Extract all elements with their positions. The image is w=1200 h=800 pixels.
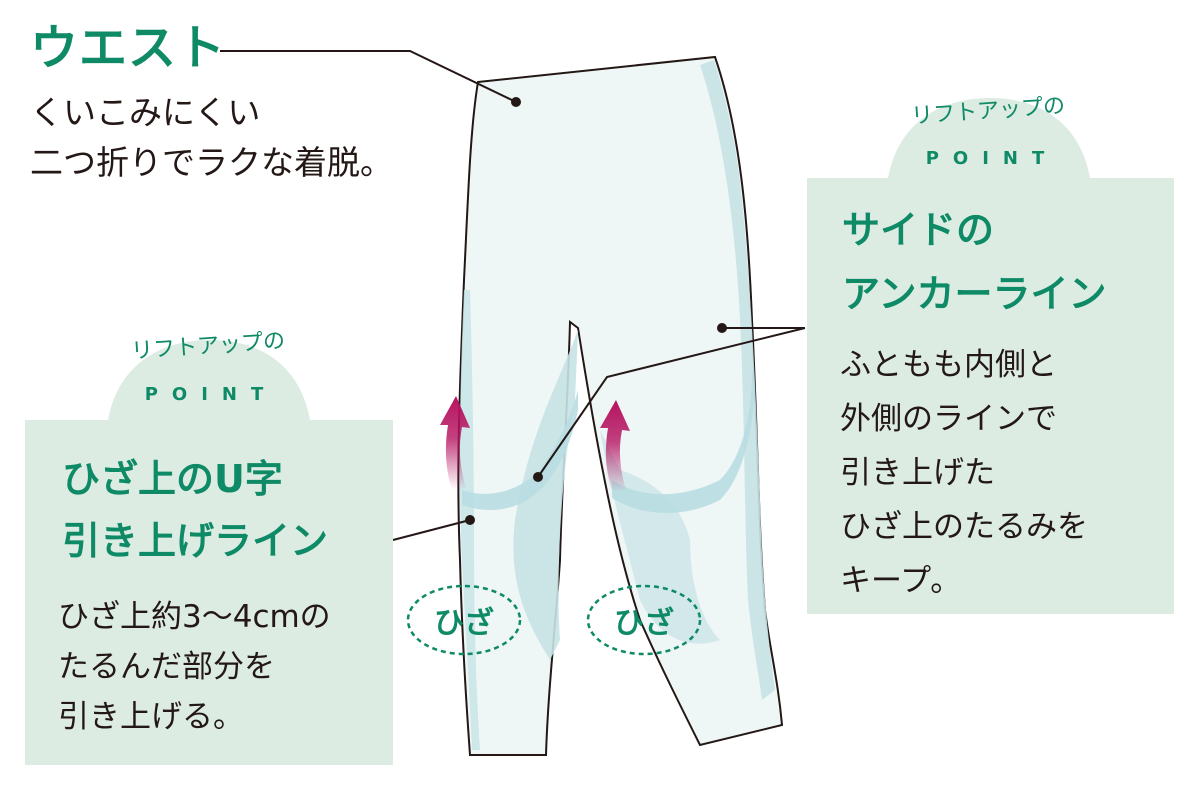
u-line-title-line: 引き上げライン bbox=[62, 519, 329, 563]
u-line-description: ひざ上約3〜4cmの たるんだ部分を 引き上げる。 bbox=[58, 592, 331, 742]
anchor-desc-line: ふともも内側と bbox=[840, 347, 1057, 383]
left-u-line bbox=[462, 390, 578, 510]
side-leader-line-inner bbox=[537, 327, 806, 478]
left-inner-band bbox=[513, 330, 578, 660]
right-knee-label: ひざ bbox=[614, 606, 674, 641]
right-lift-arrow bbox=[600, 400, 630, 492]
u-line-title: ひざ上のU字 引き上げライン bbox=[62, 448, 328, 572]
right-outer-band bbox=[700, 60, 775, 700]
waist-title: ウエスト bbox=[30, 20, 227, 76]
uline-leader-line bbox=[392, 519, 471, 541]
u-line-desc-line: 引き上げる。 bbox=[58, 699, 244, 735]
right-box-bump bbox=[888, 98, 1090, 178]
anchor-line-description: ふともも内側と 外側のラインで 引き上げた ひざ上のたるみを キープ。 bbox=[840, 338, 1088, 608]
waist-description: くいこみにくい 二つ折りでラクな着脱。 bbox=[30, 88, 393, 188]
right-inner-band bbox=[600, 430, 720, 644]
anchor-line-point-box bbox=[807, 178, 1174, 614]
left-knee-label: ひざ bbox=[434, 606, 494, 641]
anchor-title-line: サイドの bbox=[842, 208, 995, 252]
anchor-title-line: アンカーライン bbox=[842, 272, 1107, 316]
left-badge-point: POINT bbox=[144, 384, 278, 405]
u-line-title-line: ひざ上のU字 bbox=[62, 457, 283, 501]
u-line-point-box bbox=[25, 420, 393, 765]
right-knee-ellipse bbox=[586, 584, 702, 656]
waist-leader-line bbox=[220, 50, 517, 103]
left-lift-arrow bbox=[440, 396, 470, 490]
left-box-bump bbox=[108, 340, 310, 420]
anchor-desc-line: 外側のラインで bbox=[840, 401, 1057, 437]
right-u-line bbox=[612, 370, 755, 513]
left-knee-ellipse bbox=[406, 584, 522, 656]
right-badge-point: POINT bbox=[925, 148, 1059, 169]
anchor-line-title: サイドの アンカーライン bbox=[842, 198, 1106, 326]
waist-desc-line: 二つ折りでラクな着脱。 bbox=[30, 143, 393, 182]
u-line-desc-line: たるんだ部分を bbox=[58, 649, 275, 685]
waist-desc-line: くいこみにくい bbox=[30, 93, 261, 132]
anchor-desc-line: 引き上げた bbox=[840, 455, 995, 491]
anchor-desc-line: ひざ上のたるみを bbox=[840, 509, 1088, 545]
anchor-desc-line: キープ。 bbox=[840, 563, 962, 599]
u-line-desc-line: ひざ上約3〜4cmの bbox=[58, 599, 331, 635]
